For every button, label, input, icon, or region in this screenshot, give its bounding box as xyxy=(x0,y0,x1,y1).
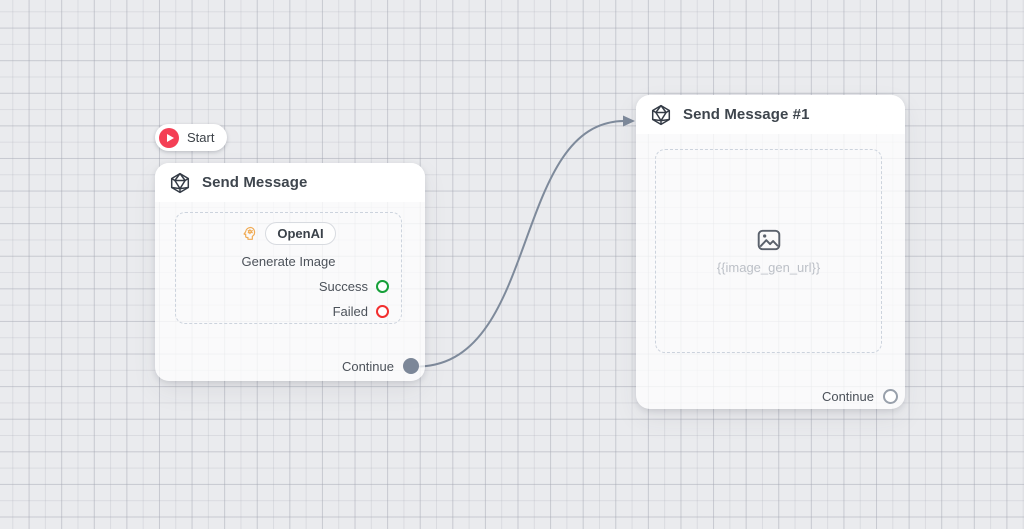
psychology-icon xyxy=(243,226,256,240)
provider-row: OpenAI xyxy=(176,222,401,245)
start-badge[interactable]: Start xyxy=(155,124,228,151)
node-send-message[interactable]: Send Message OpenAI Generate Image Succe… xyxy=(155,163,425,381)
success-label: Success xyxy=(318,279,368,294)
node-send-message-1-header[interactable]: Send Message #1 xyxy=(636,95,905,134)
play-icon xyxy=(159,127,179,148)
start-label: Start xyxy=(187,130,215,145)
image-placeholder: {{image_gen_url}} xyxy=(656,150,881,352)
node-title: Send Message xyxy=(202,174,308,191)
failed-port[interactable] xyxy=(376,305,389,318)
output-row-failed: Failed xyxy=(319,304,389,319)
node-message-area[interactable]: {{image_gen_url}} xyxy=(655,149,882,353)
node-send-message-1[interactable]: Send Message #1 {{image_gen_url}} Contin… xyxy=(636,95,905,409)
continue-label: Continue xyxy=(341,358,394,374)
node-send-message-header[interactable]: Send Message xyxy=(155,163,425,202)
node-action-area[interactable]: OpenAI Generate Image Success Failed xyxy=(175,212,402,324)
success-port[interactable] xyxy=(376,280,389,293)
connector-path[interactable] xyxy=(419,120,625,368)
d20-node-icon xyxy=(170,172,190,193)
image-url-placeholder: {{image_gen_url}} xyxy=(716,260,821,275)
connector-edge[interactable] xyxy=(419,115,635,368)
failed-label: Failed xyxy=(332,304,368,319)
output-row-success: Success xyxy=(319,279,389,294)
action-label: Generate Image xyxy=(241,254,336,269)
continue-row: Continue xyxy=(342,358,419,374)
continue-row: Continue xyxy=(822,389,898,404)
continue-port[interactable] xyxy=(403,358,419,374)
output-ports: Success Failed xyxy=(319,279,389,319)
provider-badge[interactable]: OpenAI xyxy=(265,222,336,245)
image-placeholder-icon xyxy=(757,229,780,251)
node-title: Send Message #1 xyxy=(683,106,810,123)
d20-node-icon xyxy=(651,104,671,125)
continue-label: Continue xyxy=(821,389,874,404)
continue-port[interactable] xyxy=(883,389,898,404)
connector-arrowhead-icon xyxy=(623,115,635,127)
